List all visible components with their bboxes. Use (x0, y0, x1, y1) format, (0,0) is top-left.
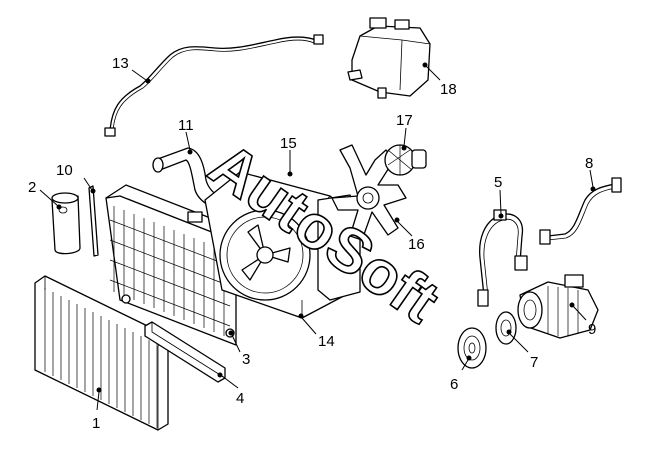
callout-17: 17 (396, 112, 413, 129)
part-13-hose (104, 34, 324, 137)
callout-2: 2 (28, 179, 36, 196)
part-6-pulley (457, 327, 487, 369)
callout-4: 4 (236, 390, 244, 407)
callout-7: 7 (530, 354, 538, 371)
part-8-ac-pipe (539, 177, 622, 245)
callout-13: 13 (112, 55, 129, 72)
callout-10: 10 (56, 162, 73, 179)
callout-14: 14 (318, 333, 335, 350)
callout-6: 6 (450, 376, 458, 393)
part-9-compressor (517, 274, 599, 339)
callout-11: 11 (178, 117, 194, 134)
part-1-condenser (34, 275, 169, 431)
part-2-receiver-drier (51, 192, 81, 255)
callout-8: 8 (585, 155, 593, 172)
callout-18: 18 (440, 81, 457, 98)
callout-3: 3 (242, 351, 250, 368)
callout-16: 16 (408, 236, 425, 253)
part-18-expansion-tank (347, 17, 431, 99)
leader-lines (39, 62, 596, 411)
callout-labels: 1 2 3 4 5 6 7 8 9 10 11 13 14 15 16 17 1… (28, 55, 596, 432)
part-5-ac-hose (477, 209, 528, 307)
callout-1: 1 (92, 415, 100, 432)
callout-9: 9 (588, 321, 596, 338)
callout-15: 15 (280, 135, 297, 152)
callout-5: 5 (494, 174, 502, 191)
part-14-15-fan-shroud (204, 171, 361, 319)
part-17-viscous-coupling (384, 144, 427, 176)
part-7-pulley-plate (495, 311, 517, 345)
part-10-rod (88, 185, 99, 257)
